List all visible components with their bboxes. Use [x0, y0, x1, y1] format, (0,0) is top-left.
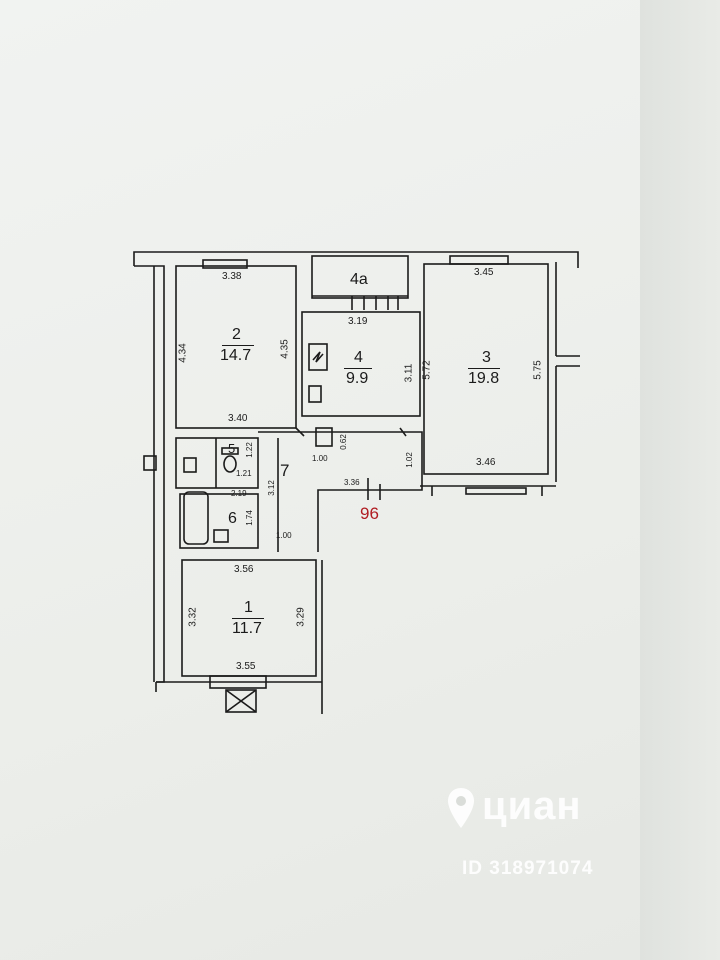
room-5-outline [175, 437, 259, 489]
paper-shadow [640, 0, 720, 960]
room-1-area: 11.7 [232, 620, 262, 637]
dim-room-4-small-h: 0.62 [338, 434, 348, 450]
dim-corridor-bottom: 1.00 [276, 531, 292, 540]
bathtub [183, 491, 209, 545]
watermark-brand: циан [482, 784, 582, 828]
dim-room-7-door: 1.02 [404, 452, 414, 468]
room-3-area: 19.8 [468, 370, 500, 387]
watermark-id: ID 318971074 [462, 858, 594, 879]
dim-room-1-right: 3.29 [295, 607, 307, 627]
fridge [315, 427, 333, 447]
room-1-number: 1 [244, 599, 253, 616]
dim-room-3-bottom: 3.46 [476, 457, 496, 468]
room-6-number: 6 [228, 510, 237, 527]
dim-room-2-right: 4.35 [279, 339, 291, 359]
room-2-area: 14.7 [220, 347, 252, 364]
room-2-separator [222, 345, 254, 346]
room-4-number: 4 [354, 349, 363, 366]
dim-room-1-bottom: 3.55 [236, 661, 256, 672]
room-2-outline [175, 265, 297, 429]
stove [308, 343, 328, 371]
room-4a-number: 4a [350, 271, 368, 288]
sink [308, 385, 322, 403]
dim-room-3-left: 5.72 [421, 360, 433, 380]
room-4-separator [344, 368, 372, 369]
paper-sheet [0, 0, 640, 960]
room-4-area: 9.9 [346, 370, 369, 387]
room-2-number: 2 [232, 326, 241, 343]
flat-number: 96 [360, 504, 379, 523]
left-wall [134, 265, 165, 683]
dim-room-1-top: 3.56 [234, 564, 254, 575]
room-6-outline [179, 493, 259, 549]
room-3-separator [468, 368, 500, 369]
window-room-2 [202, 259, 248, 269]
room-3-number: 3 [482, 349, 491, 366]
vent-box [225, 689, 257, 713]
dim-room-2-left: 4.34 [177, 343, 189, 363]
room-7-number: 7 [280, 461, 290, 480]
dim-room-3-top: 3.45 [474, 267, 494, 278]
dim-room-7-w: 3.36 [344, 478, 360, 487]
window-room-1 [209, 675, 267, 689]
toilet [223, 455, 237, 473]
location-pin-icon [448, 788, 474, 828]
room-1-separator [232, 618, 264, 619]
dim-room-7-h: 3.12 [266, 480, 276, 496]
dim-room-5-w: 1.21 [236, 469, 252, 478]
watermark: циан ID 318971074 [434, 784, 664, 884]
dim-room-6-h: 1.74 [244, 510, 254, 526]
room-3-outline [423, 263, 549, 475]
dim-room-2-bottom: 3.40 [228, 413, 248, 424]
room-5-number: 5 [228, 441, 236, 456]
dim-room-6-w: 2.19 [231, 489, 247, 498]
dim-room-1-left: 3.32 [187, 607, 199, 627]
dim-room-4-small-w: 1.00 [312, 454, 328, 463]
dim-room-4-right: 3.11 [403, 363, 415, 383]
dim-room-4-top: 3.19 [348, 316, 368, 327]
dim-room-2-top: 3.38 [222, 271, 242, 282]
dim-room-3-right: 5.75 [532, 360, 544, 380]
room-4-outline [301, 311, 421, 417]
balcony-4a-outline [311, 255, 409, 299]
dim-room-5-h: 1.22 [244, 442, 254, 458]
